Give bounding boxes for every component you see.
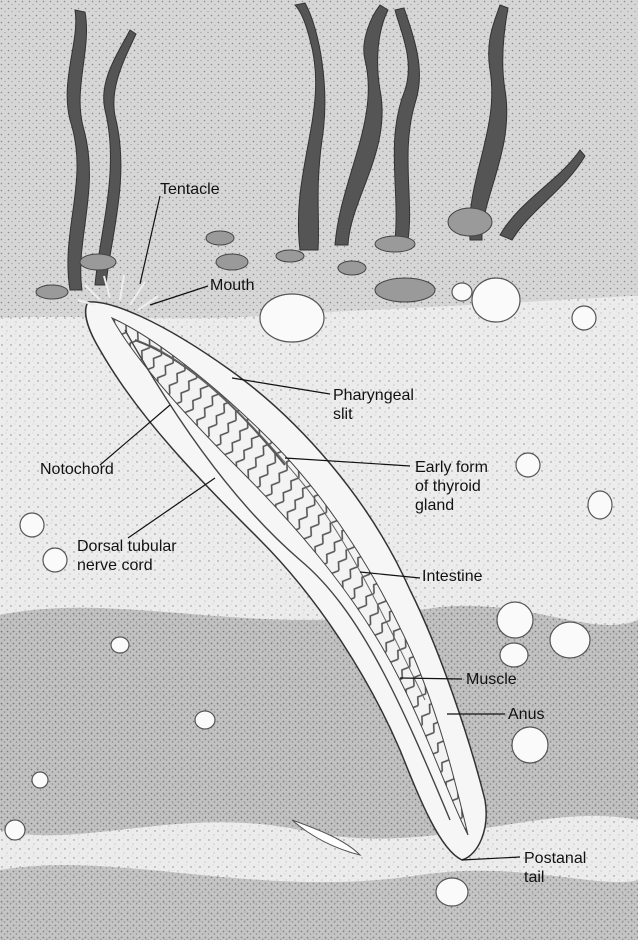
label-postanal-tail-line-1: Postanal — [524, 849, 586, 868]
label-nerve-cord-line-1: Dorsal tubular — [77, 537, 177, 556]
label-anus: Anus — [508, 705, 544, 724]
label-thyroid-line-3: gland — [415, 496, 488, 515]
label-thyroid-line-2: of thyroid — [415, 477, 488, 496]
label-notochord: Notochord — [40, 460, 114, 479]
label-thyroid-line-1: Early form — [415, 458, 488, 477]
label-intestine: Intestine — [422, 567, 482, 586]
label-postanal-tail: Postanal tail — [524, 849, 586, 887]
label-postanal-tail-line-2: tail — [524, 868, 586, 887]
label-pharyngeal-slit-line-1: Pharyngeal — [333, 386, 414, 405]
label-tentacle: Tentacle — [160, 180, 220, 199]
label-muscle: Muscle — [466, 670, 517, 689]
label-mouth: Mouth — [210, 276, 254, 295]
label-pharyngeal-slit-line-2: slit — [333, 405, 414, 424]
label-pharyngeal-slit: Pharyngeal slit — [333, 386, 414, 424]
label-nerve-cord: Dorsal tubular nerve cord — [77, 537, 177, 575]
label-thyroid: Early form of thyroid gland — [415, 458, 488, 515]
label-nerve-cord-line-2: nerve cord — [77, 556, 177, 575]
